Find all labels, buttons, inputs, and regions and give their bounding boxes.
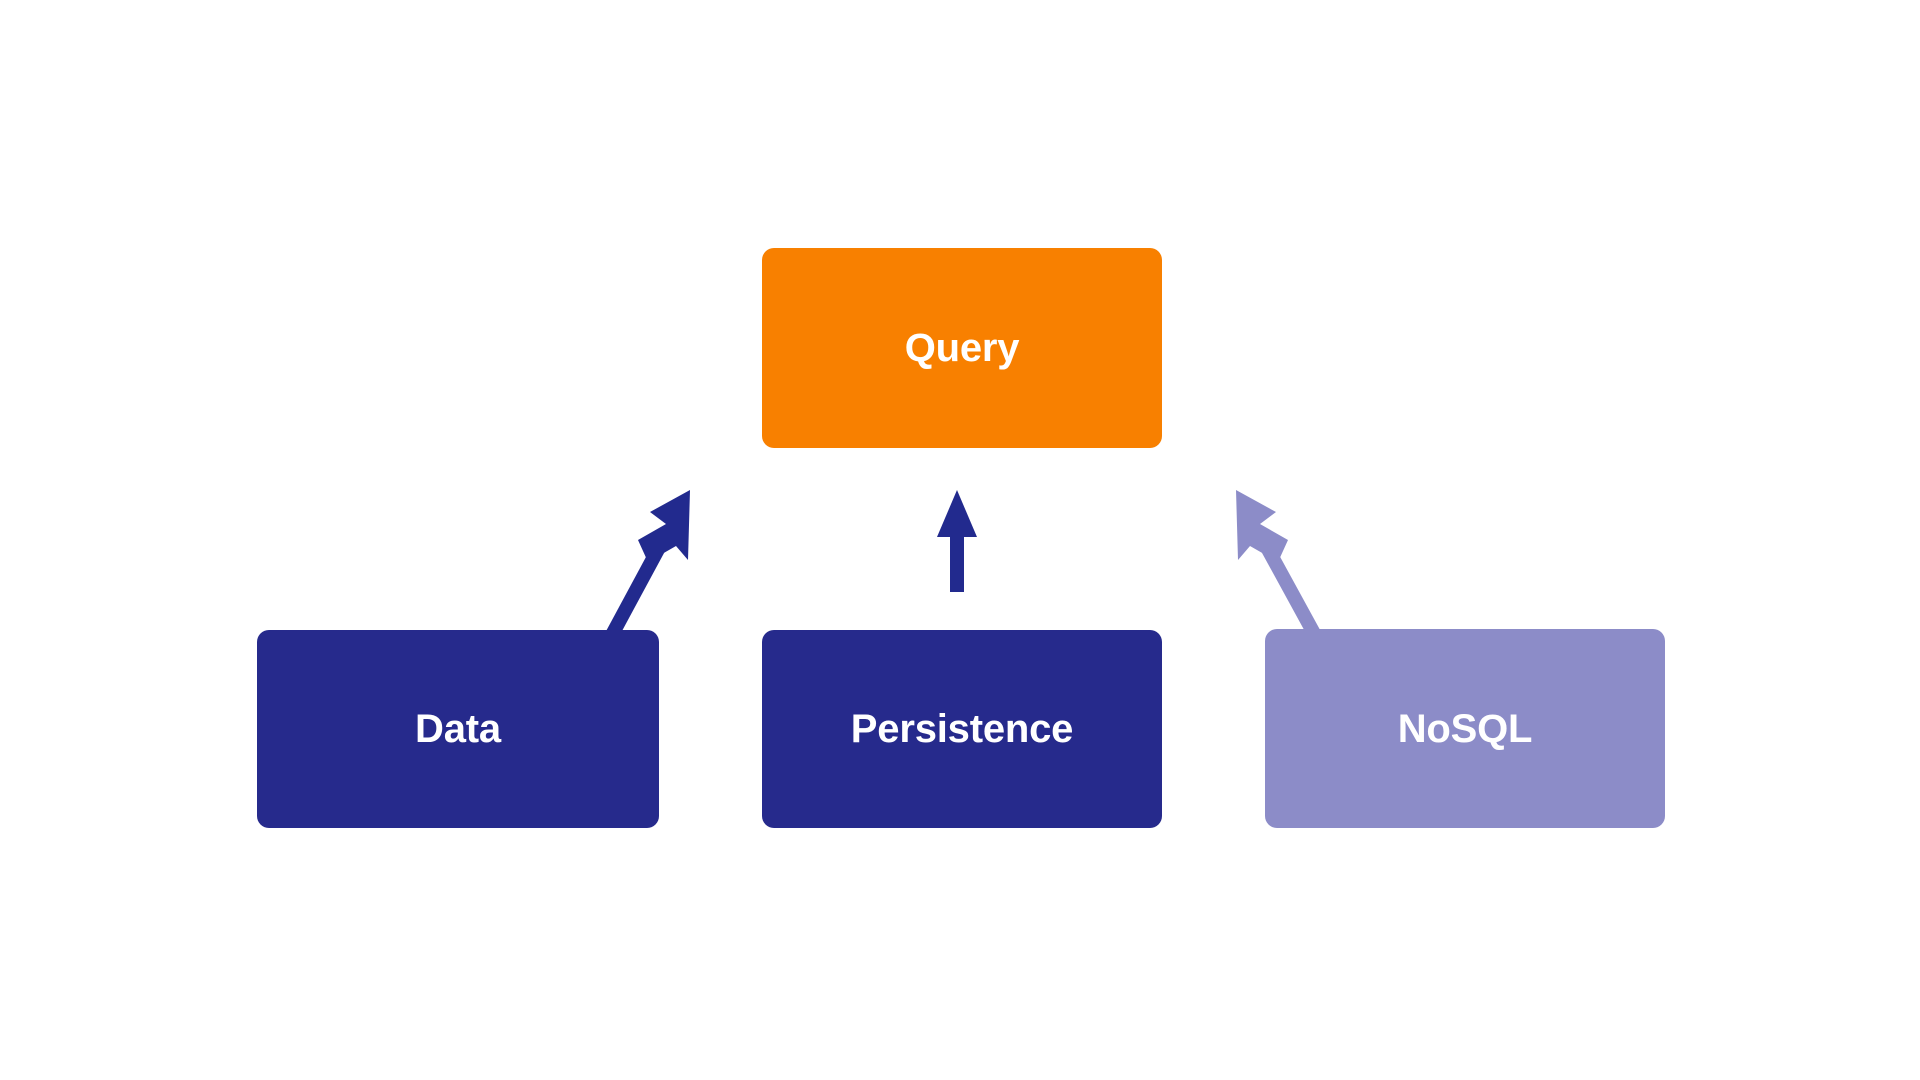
node-persistence-label: Persistence	[850, 707, 1074, 751]
node-data-label: Data	[415, 707, 501, 751]
node-persistence[interactable]: Persistence	[762, 630, 1162, 828]
node-query[interactable]: Query	[762, 248, 1162, 448]
node-query-label: Query	[904, 326, 1020, 370]
node-nosql-label: NoSQL	[1397, 706, 1533, 751]
node-nosql[interactable]: NoSQL	[1265, 629, 1665, 828]
edge-data-to-query-arrowhead	[638, 490, 690, 562]
edge-nosql-to-query-arrowhead	[1236, 490, 1288, 562]
node-data[interactable]: Data	[257, 630, 659, 828]
edge-persistence-to-query-arrowhead	[937, 490, 977, 537]
edge-persistence-to-query-shaft	[950, 530, 964, 592]
edge-persistence-to-query	[937, 490, 977, 592]
